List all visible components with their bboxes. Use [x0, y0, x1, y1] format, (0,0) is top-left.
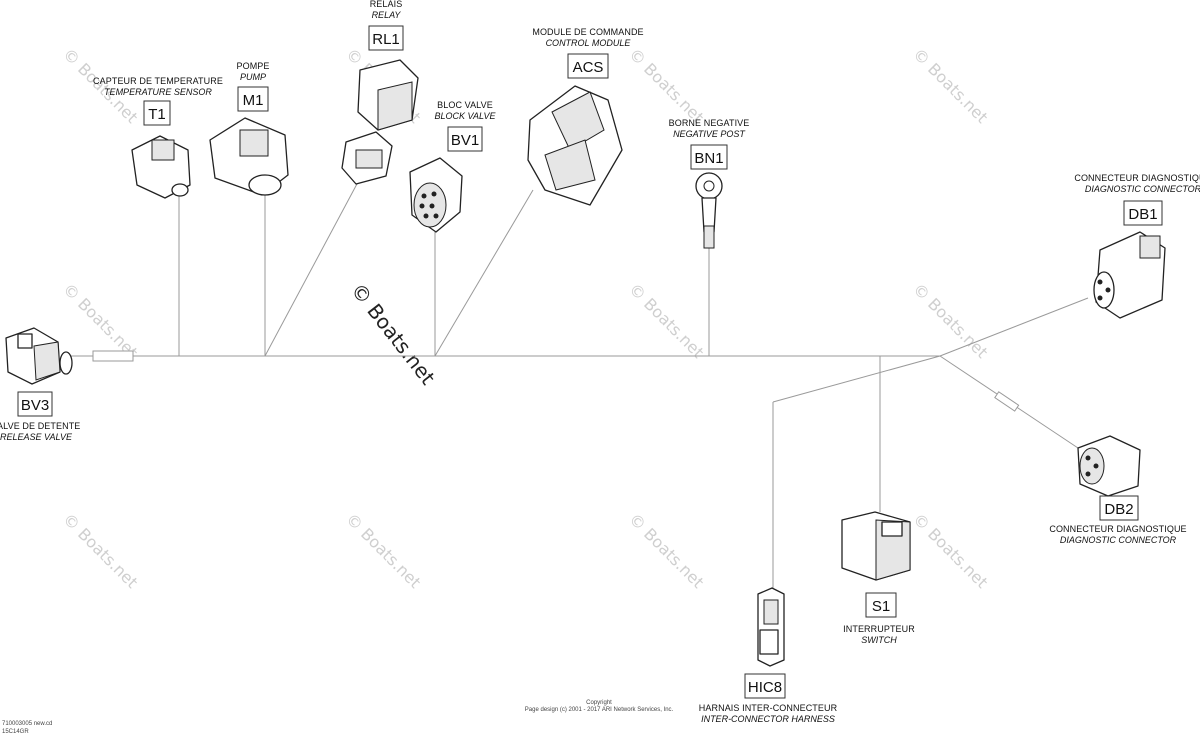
s1-label: S1 INTERRUPTEUR SWITCH [843, 592, 915, 645]
footer-page-design: Page design (c) 2001 - 2017 ARI Network … [525, 707, 674, 713]
db1-connector[interactable] [1093, 231, 1166, 319]
s1-fr: INTERRUPTEUR [843, 624, 915, 634]
acs-connector[interactable] [527, 85, 623, 206]
hic8-label: HIC8 HARNAIS INTER-CONNECTEUR INTER-CONN… [699, 673, 838, 724]
m1-connector[interactable] [209, 117, 289, 196]
db2-code: DB2 [1104, 501, 1133, 518]
bn1-en: NEGATIVE POST [673, 129, 746, 139]
acs-fr: MODULE DE COMMANDE [532, 27, 643, 37]
bv1-en: BLOCK VALVE [434, 111, 496, 121]
rl1-label: RELAIS RELAY RL1 [368, 0, 404, 51]
db2-fr: CONNECTEUR DIAGNOSTIQUE [1049, 524, 1186, 534]
bv1-code: BV1 [451, 132, 479, 149]
hic8-fr: HARNAIS INTER-CONNECTEUR [699, 703, 838, 713]
m1-code: M1 [243, 92, 264, 109]
bn1-fr: BORNE NEGATIVE [669, 118, 750, 128]
db1-fr: CONNECTEUR DIAGNOSTIQUE [1074, 173, 1200, 183]
watermark-grid: © Boats.net © Boats.net © Boats.net © Bo… [59, 44, 991, 591]
bv1-connector[interactable] [409, 157, 463, 233]
db2-label: DB2 CONNECTEUR DIAGNOSTIQUE DIAGNOSTIC C… [1049, 495, 1187, 545]
hic8-code: HIC8 [748, 679, 782, 696]
rl1-connector[interactable] [341, 59, 419, 185]
rl1-fr: RELAIS [370, 0, 403, 9]
m1-label: POMPE PUMP M1 [236, 61, 269, 112]
bv3-connector[interactable] [5, 327, 73, 385]
db2-en: DIAGNOSTIC CONNECTOR [1060, 535, 1177, 545]
bv3-label: BV3 VALVE DE DETENTE RELEASE VALVE [0, 391, 80, 442]
t1-fr: CAPTEUR DE TEMPERATURE [93, 76, 223, 86]
t1-code: T1 [148, 106, 166, 123]
footer-drawing-number: 710003005 new.cd [2, 721, 52, 727]
rl1-en: RELAY [372, 10, 402, 20]
db1-en: DIAGNOSTIC CONNECTOR [1085, 184, 1200, 194]
m1-fr: POMPE [236, 61, 269, 71]
footer: Copyright Page design (c) 2001 - 2017 AR… [2, 700, 674, 735]
watermark: © Boats.net [625, 509, 707, 591]
bn1-label: BORNE NEGATIVE NEGATIVE POST BN1 [669, 118, 750, 170]
s1-code: S1 [872, 598, 890, 615]
footer-copyright: Copyright [586, 700, 612, 706]
bv1-label: BLOC VALVE BLOCK VALVE BV1 [434, 100, 497, 152]
m1-en: PUMP [240, 72, 266, 82]
footer-sheet-id: 15C14GR [2, 729, 29, 735]
hic8-connector[interactable] [757, 587, 785, 667]
s1-switch[interactable] [841, 511, 911, 581]
bv3-code: BV3 [21, 397, 49, 414]
watermark: © Boats.net [909, 509, 991, 591]
watermark: © Boats.net [909, 279, 991, 361]
s1-en: SWITCH [861, 635, 897, 645]
bv1-fr: BLOC VALVE [437, 100, 493, 110]
hic8-en: INTER-CONNECTOR HARNESS [701, 714, 835, 724]
bn1-code: BN1 [694, 150, 723, 167]
t1-label: CAPTEUR DE TEMPERATURE TEMPERATURE SENSO… [93, 76, 223, 126]
db1-label: CONNECTEUR DIAGNOSTIQUE DIAGNOSTIC CONNE… [1074, 173, 1200, 226]
bv3-en: RELEASE VALVE [0, 432, 73, 442]
acs-label: MODULE DE COMMANDE CONTROL MODULE ACS [532, 27, 644, 79]
db1-code: DB1 [1128, 206, 1157, 223]
watermark: © Boats.net [59, 279, 141, 361]
acs-code: ACS [573, 59, 604, 76]
bn1-terminal[interactable] [695, 172, 723, 249]
t1-connector[interactable] [131, 135, 191, 199]
watermark-center: © Boats.net [346, 278, 440, 389]
bv3-fr: VALVE DE DETENTE [0, 421, 80, 431]
watermark: © Boats.net [342, 509, 424, 591]
t1-en: TEMPERATURE SENSOR [104, 87, 212, 97]
rl1-code: RL1 [372, 31, 400, 48]
acs-en: CONTROL MODULE [546, 38, 632, 48]
harness-wires [70, 181, 1089, 590]
db2-connector[interactable] [1077, 435, 1141, 497]
watermark: © Boats.net [625, 279, 707, 361]
watermark: © Boats.net [909, 44, 991, 126]
watermark: © Boats.net [59, 509, 141, 591]
watermark: © Boats.net [625, 44, 707, 126]
